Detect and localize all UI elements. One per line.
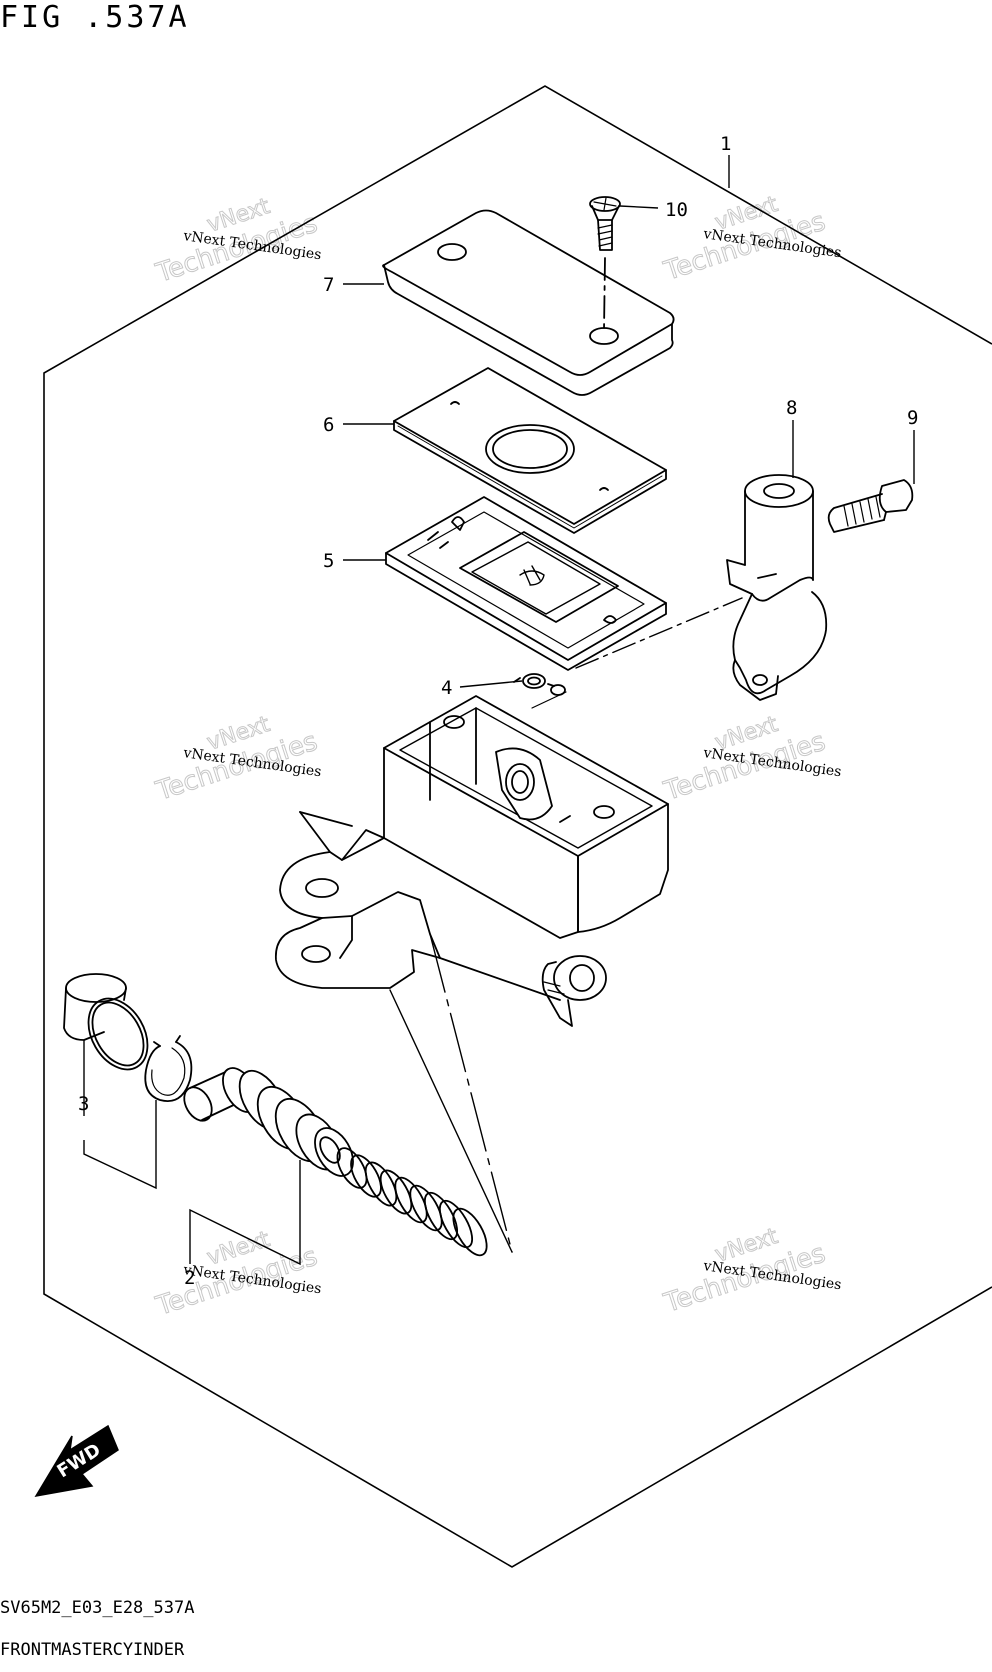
dust-boot <box>63 973 149 1071</box>
callout-2: 2 <box>184 1267 195 1289</box>
callout-3: 3 <box>78 1093 89 1115</box>
holder-bolt <box>827 479 914 533</box>
diaphragm-plate-ring <box>513 673 566 696</box>
watermark-mid-right: vNext Technologies vNext Technologies <box>659 711 842 807</box>
assembly-guide-line <box>389 989 513 1253</box>
assembly-name: FRONTMASTERCYINDER <box>0 1640 185 1660</box>
master-cylinder-body <box>275 695 669 1027</box>
leader-line-10 <box>619 205 659 209</box>
leader-line-4 <box>459 680 523 688</box>
callout-10: 10 <box>665 199 688 221</box>
diaphragm-gasket <box>385 496 667 671</box>
watermark-low-right: vNext Technologies vNext Technologies <box>659 1223 842 1319</box>
figure-title: FIG .537A <box>0 0 190 35</box>
leader-lines <box>83 155 915 1266</box>
return-spring <box>336 1147 488 1257</box>
reservoir-cap <box>382 209 675 396</box>
callout-9: 9 <box>907 407 918 429</box>
circlip <box>144 1035 193 1102</box>
forward-direction-arrow: FWD <box>34 1424 119 1498</box>
watermark-low-left: vNext Technologies vNext Technologies <box>151 1226 322 1322</box>
callout-8: 8 <box>786 397 797 419</box>
callout-7: 7 <box>323 274 334 296</box>
assembly-guide-line <box>429 933 513 1253</box>
callout-6: 6 <box>323 414 334 436</box>
assembly-boundary <box>43 85 992 1568</box>
assembly-guide-line <box>603 257 606 331</box>
callout-1: 1 <box>720 133 731 155</box>
watermark-top-left: vNext Technologies vNext Technologies <box>151 193 322 289</box>
model-code: SV65M2_E03_E28_537A <box>0 1598 195 1618</box>
assembly-guide-line <box>575 597 743 669</box>
reservoir-cap-screw <box>589 196 621 251</box>
leader-bracket-2 <box>189 1160 301 1266</box>
watermark-mid-left: vNext Technologies vNext Technologies <box>151 711 322 807</box>
callout-4: 4 <box>441 677 452 699</box>
diaphragm-plate <box>393 367 667 534</box>
assembly-guide-line <box>531 691 567 709</box>
master-cylinder-holder <box>726 474 828 701</box>
leader-bracket-3 <box>83 1100 157 1190</box>
callout-5: 5 <box>323 550 334 572</box>
piston-assembly <box>183 1067 354 1177</box>
